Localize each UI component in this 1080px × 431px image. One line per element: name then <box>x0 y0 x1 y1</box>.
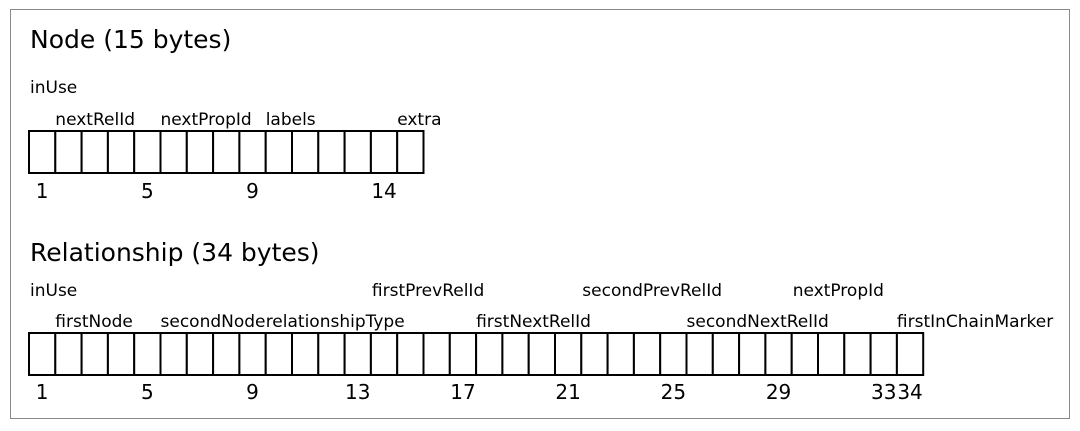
node-byte-cell <box>396 130 425 174</box>
rel-byte-cell <box>448 332 478 376</box>
rel-byte-cell <box>606 332 635 376</box>
node-byte-cell <box>212 130 241 174</box>
node-byte-cell <box>28 130 57 174</box>
node-byte-cell <box>185 130 215 174</box>
rel-byte-cell <box>54 332 83 376</box>
rel-byte-cell <box>317 332 346 376</box>
rel-byte-marker: 25 <box>661 380 686 404</box>
node-byte-cell <box>54 130 83 174</box>
rel-byte-cell <box>869 332 898 376</box>
relationship-title: Relationship (34 bytes) <box>30 238 320 267</box>
rel-byte-cell <box>396 332 425 376</box>
rel-byte-cell <box>212 332 241 376</box>
node-field-label: inUse <box>30 78 77 98</box>
node-byte-cell <box>80 130 109 174</box>
node-byte-cell <box>238 130 267 174</box>
node-byte-cell <box>106 130 136 174</box>
rel-byte-marker: 29 <box>766 380 791 404</box>
rel-byte-cell <box>817 332 846 376</box>
rel-field-label: firstNextRelId <box>476 312 591 332</box>
diagram-frame <box>10 9 1070 419</box>
node-byte-markers: 1 5 9 14 <box>36 179 397 203</box>
rel-field-label: firstNode <box>55 312 133 332</box>
rel-field-label: secondNextRelId <box>687 312 829 332</box>
node-byte-marker: 9 <box>246 179 259 203</box>
rel-byte-cell <box>369 332 399 376</box>
rel-byte-marker: 34 <box>897 380 922 404</box>
rel-byte-cell <box>80 332 109 376</box>
rel-field-label: nextPropId <box>793 281 884 301</box>
rel-byte-cell <box>632 332 662 376</box>
rel-field-label: relationshipType <box>266 312 405 332</box>
rel-byte-marker: 13 <box>345 380 370 404</box>
node-byte-marker: 14 <box>371 179 396 203</box>
relationship-byte-cells <box>28 332 925 376</box>
rel-byte-cell <box>580 332 609 376</box>
rel-byte-cell <box>475 332 504 376</box>
node-field-labels: inUse nextRelId nextPropId labels extra <box>30 78 441 130</box>
node-byte-cells <box>28 130 425 174</box>
node-title: Node (15 bytes) <box>30 25 231 54</box>
rel-byte-cell <box>106 332 136 376</box>
rel-field-label: firstInChainMarker <box>897 312 1053 332</box>
rel-byte-marker: 1 <box>36 380 49 404</box>
rel-byte-cell <box>738 332 767 376</box>
node-byte-cell <box>369 130 399 174</box>
rel-byte-cell <box>659 332 688 376</box>
rel-byte-marker: 17 <box>450 380 475 404</box>
rel-byte-cell <box>28 332 57 376</box>
rel-byte-cell <box>527 332 557 376</box>
rel-byte-cell <box>790 332 820 376</box>
rel-byte-cell <box>895 332 925 376</box>
rel-byte-marker: 5 <box>141 380 154 404</box>
rel-field-label: secondNode <box>161 312 266 332</box>
rel-byte-cell <box>764 332 793 376</box>
node-byte-cell <box>343 130 372 174</box>
rel-byte-cell <box>711 332 741 376</box>
node-byte-marker: 1 <box>36 179 49 203</box>
node-field-label: labels <box>266 110 316 130</box>
rel-byte-cell <box>343 332 372 376</box>
node-byte-cell <box>317 130 346 174</box>
node-field-label: nextRelId <box>55 110 135 130</box>
node-field-label: extra <box>397 110 441 130</box>
rel-field-label: secondPrevRelId <box>582 281 722 301</box>
node-byte-cell <box>159 130 188 174</box>
rel-byte-cell <box>185 332 215 376</box>
rel-byte-cell <box>238 332 267 376</box>
rel-byte-cell <box>264 332 294 376</box>
node-byte-cell <box>133 130 162 174</box>
rel-byte-cell <box>291 332 320 376</box>
node-byte-cell <box>264 130 294 174</box>
rel-byte-cell <box>133 332 162 376</box>
rel-byte-cell <box>554 332 583 376</box>
rel-byte-marker: 21 <box>555 380 580 404</box>
rel-byte-cell <box>422 332 451 376</box>
rel-byte-marker: 33 <box>871 380 896 404</box>
node-field-label: nextPropId <box>161 110 252 130</box>
rel-byte-cell <box>685 332 714 376</box>
rel-byte-cell <box>159 332 188 376</box>
node-byte-marker: 5 <box>141 179 154 203</box>
rel-field-label: inUse <box>30 281 77 301</box>
node-byte-cell <box>291 130 320 174</box>
rel-byte-cell <box>501 332 530 376</box>
rel-field-label: firstPrevRelId <box>372 281 484 301</box>
rel-byte-marker: 9 <box>246 380 259 404</box>
relationship-field-labels: inUse firstPrevRelId secondPrevRelId nextPr… <box>30 281 1053 332</box>
rel-byte-cell <box>843 332 872 376</box>
